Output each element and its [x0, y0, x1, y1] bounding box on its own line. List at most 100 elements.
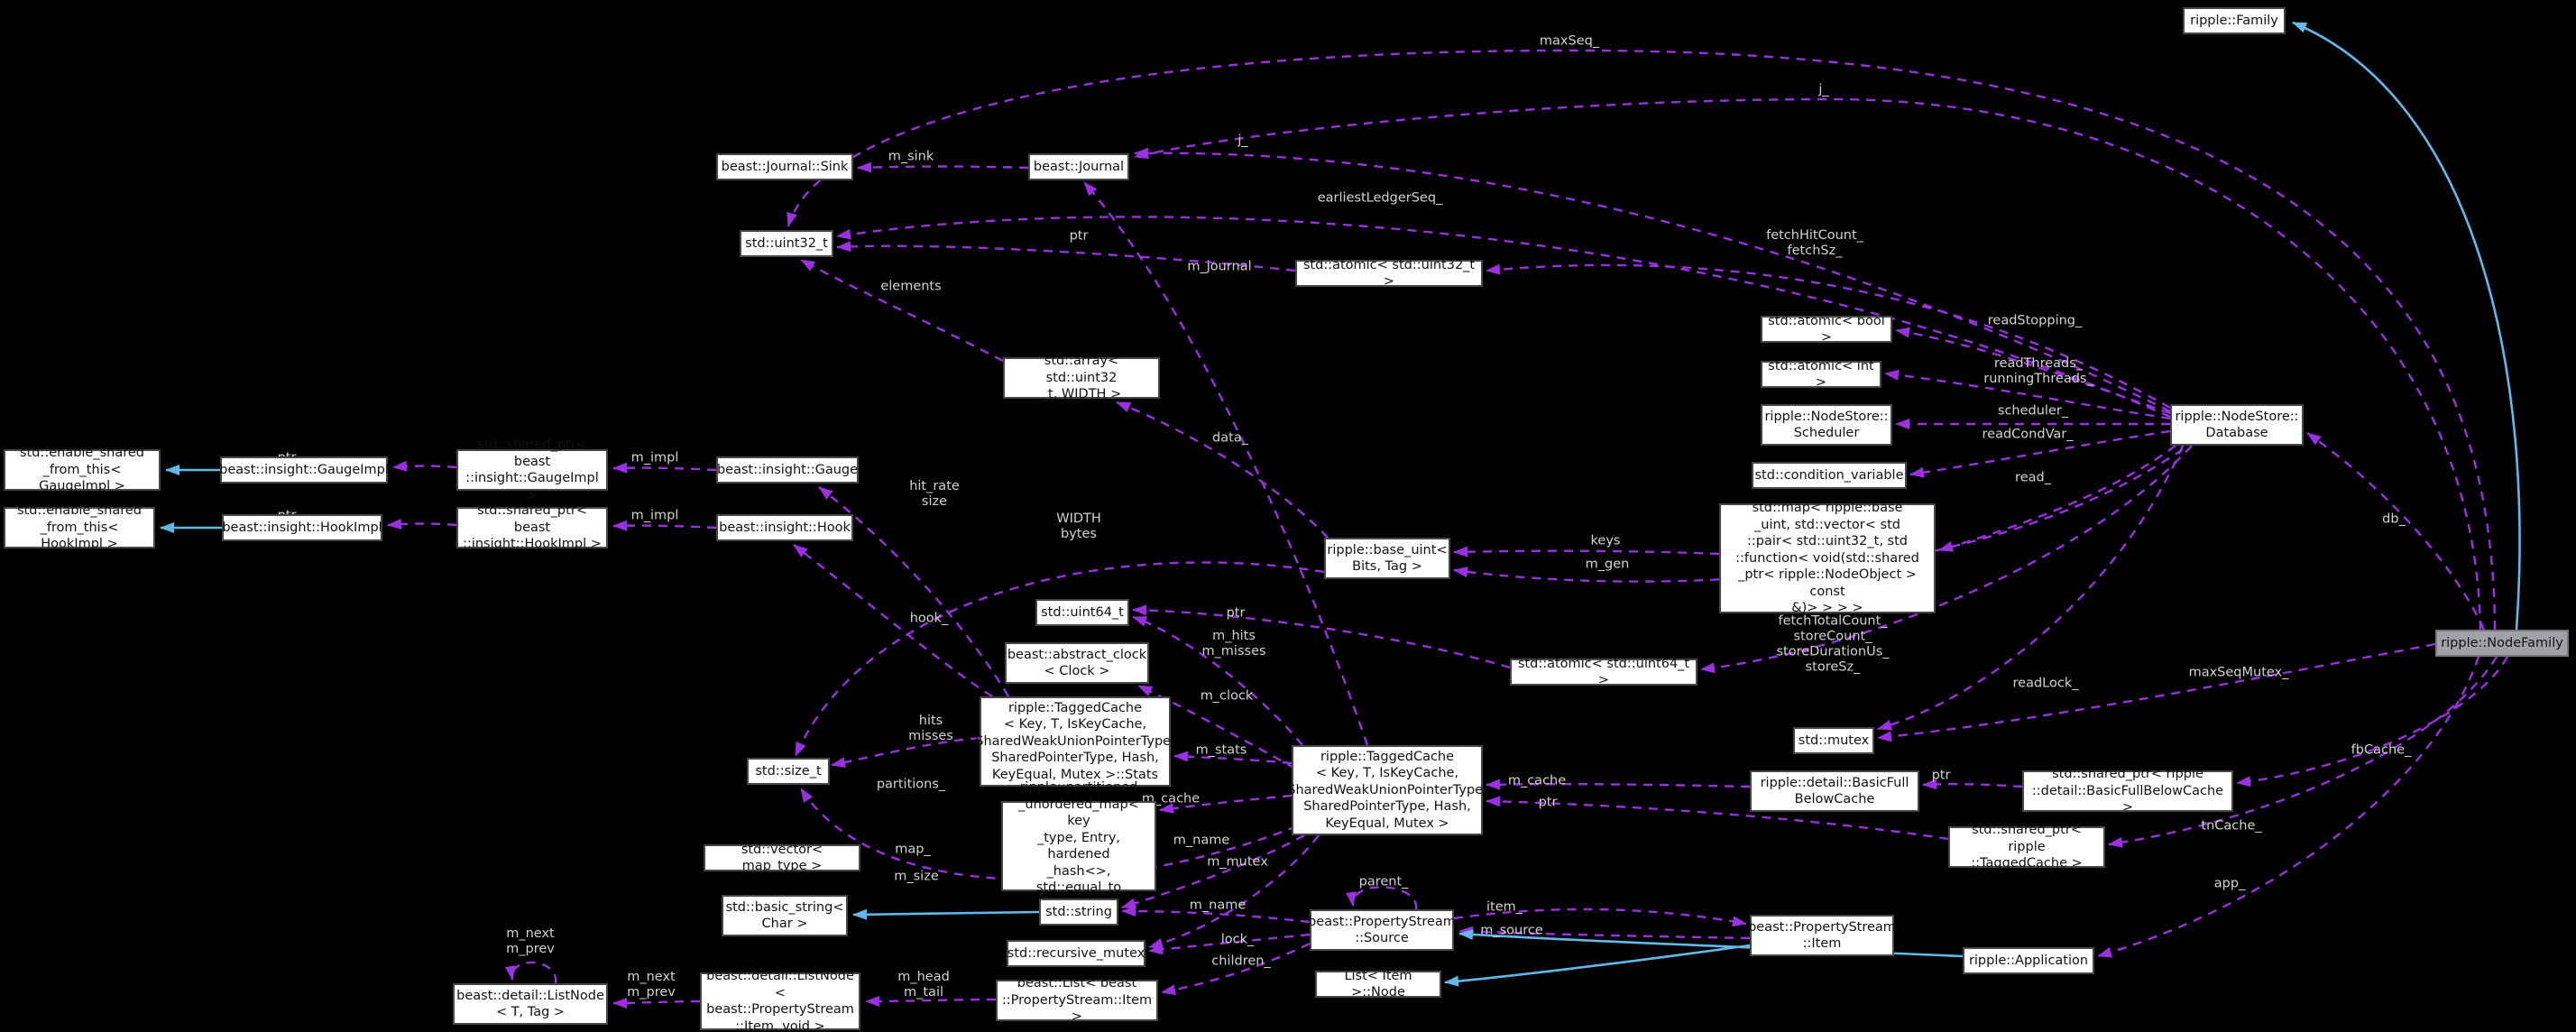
member-edge	[1121, 906, 1311, 924]
edge-label: hit_rate size	[909, 479, 960, 509]
edge-label: m_clock	[1200, 688, 1254, 704]
member-edge	[1453, 546, 1720, 557]
member-edge	[1159, 794, 1293, 815]
node-basic-string[interactable]: std::basic_string< Char >	[722, 895, 848, 936]
member-edge	[1458, 926, 1751, 940]
member-edge	[1700, 445, 2193, 674]
node-std-string[interactable]: std::string	[1039, 898, 1118, 926]
edge-label: m_next m_prev	[627, 970, 676, 1000]
edge-label: j_	[1818, 82, 1829, 97]
member-edge	[1083, 181, 1369, 746]
inheritance-edge	[2292, 21, 2521, 631]
node-tagged-cache[interactable]: ripple::TaggedCache < Key, T, IsKeyCache…	[1287, 745, 1487, 835]
node-atomic-bool[interactable]: std::atomic< bool >	[1761, 314, 1892, 345]
node-sp-hookimpl[interactable]: std::shared_ptr< beast ::insight::HookIm…	[456, 503, 608, 551]
edge-label: m_next m_prev	[506, 926, 555, 956]
edge-label: ptr	[1931, 768, 1951, 783]
member-edge	[787, 49, 2497, 631]
node-listnode-t-tag[interactable]: beast::detail::ListNode < T, Tag >	[453, 983, 608, 1025]
node-recursive-mutex[interactable]: std::recursive_mutex	[1007, 940, 1145, 967]
edge-label: m_stats	[1195, 742, 1247, 758]
member-edge	[1486, 263, 2171, 410]
node-application[interactable]: ripple::Application	[1963, 947, 2094, 974]
edge-label: elements	[880, 279, 942, 294]
node-atomic-uint64[interactable]: std::atomic< std::uint64_t >	[1510, 657, 1697, 687]
member-edge	[1148, 933, 1311, 955]
edge-label: ptr	[1226, 605, 1246, 621]
member-edge	[504, 961, 557, 984]
node-abstract-clock[interactable]: beast::abstract_clock < Clock >	[1005, 642, 1149, 684]
node-esft-gaugeimpl[interactable]: std::enable_shared _from_this< GaugeImpl…	[4, 446, 161, 493]
node-std-map[interactable]: std::map< ripple::base _uint, std::vecto…	[1719, 501, 1936, 615]
edge-label: parent_	[1358, 874, 1409, 889]
node-base-uint[interactable]: ripple::base_uint< Bits, Tag >	[1324, 538, 1450, 579]
inheritance-edge	[1444, 944, 1751, 987]
edge-label: j_	[1237, 133, 1248, 148]
member-edge	[612, 520, 717, 531]
node-hookimpl[interactable]: beast::insight::HookImpl	[222, 514, 382, 541]
member-edge	[1137, 684, 1296, 770]
node-partitioned-unordered-map[interactable]: ripple::partitioned _unordered_map< key …	[1001, 780, 1156, 912]
member-edge	[612, 997, 701, 1009]
member-edge	[387, 519, 457, 530]
node-gaugeimpl[interactable]: beast::insight::GaugeImpl	[219, 456, 389, 484]
node-propertystream-item[interactable]: beast::PropertyStream ::Item	[1748, 915, 1896, 956]
member-edge	[818, 486, 1010, 697]
edge-label: m_hits m_misses	[1201, 629, 1266, 659]
node-journal[interactable]: beast::Journal	[1028, 153, 1129, 180]
node-vector-map-type[interactable]: std::vector< map_type >	[704, 843, 860, 873]
node-sp-gaugeimpl[interactable]: std::shared_ptr< beast ::insight::GaugeI…	[456, 438, 608, 502]
node-atomic-uint32[interactable]: std::atomic< std::uint32_t >	[1295, 258, 1483, 289]
inheritance-edge	[852, 908, 1040, 920]
edge-label: ptr	[1538, 795, 1558, 810]
node-beast-list[interactable]: beast::List< beast ::PropertyStream::Ite…	[996, 976, 1158, 1024]
node-list-item-node[interactable]: List< Item >::Node	[1315, 969, 1441, 1000]
node-array-uint32[interactable]: std::array< std::uint32 _t, WIDTH >	[1003, 354, 1160, 401]
node-family[interactable]: ripple::Family	[2183, 7, 2286, 34]
member-edge	[1453, 908, 1747, 927]
edge-label: m_mutex	[1207, 854, 1268, 870]
edge-label: readLock_	[2012, 676, 2079, 691]
member-edge	[1884, 369, 2171, 420]
node-size-t[interactable]: std::size_t	[747, 758, 830, 785]
node-tagged-cache-stats[interactable]: ripple::TaggedCache < Key, T, IsKeyCache…	[975, 696, 1175, 787]
node-nodestore-scheduler[interactable]: ripple::NodeStore:: Scheduler	[1761, 404, 1892, 446]
edge-label: hits misses	[908, 714, 953, 743]
member-edge	[1938, 445, 2176, 552]
member-edge	[2097, 656, 2480, 958]
member-edge	[831, 736, 980, 769]
member-edge	[1909, 429, 2171, 478]
member-edge	[1877, 445, 2185, 731]
edge-label: data_	[1212, 430, 1248, 446]
node-journal-sink[interactable]: beast::Journal::Sink	[716, 153, 853, 180]
node-sp-tagged-cache[interactable]: std::shared_ptr< ripple ::TaggedCache >	[1948, 823, 2105, 871]
node-basic-full-below-cache[interactable]: ripple::detail::BasicFull BelowCache	[1750, 770, 1919, 812]
edge-label: readStopping_	[1987, 313, 2083, 328]
member-edge	[1486, 779, 1751, 790]
node-condition-variable[interactable]: std::condition_variable	[1752, 462, 1907, 489]
member-edge	[800, 258, 1004, 363]
edge-label: db_	[2382, 511, 2406, 527]
member-edge	[1486, 796, 1949, 841]
member-edge	[1132, 604, 1511, 669]
edge-label: map_	[895, 842, 931, 857]
edge-label: app_	[2213, 876, 2246, 891]
node-uint64-t[interactable]: std::uint64_t	[1035, 599, 1129, 626]
node-listnode-item[interactable]: beast::detail::ListNode < beast::Propert…	[700, 969, 860, 1032]
edge-label: partitions_	[876, 777, 946, 792]
node-esft-hookimpl[interactable]: std::enable_shared _from_this< HookImpl …	[4, 503, 155, 551]
node-uint32-t[interactable]: std::uint32_t	[740, 230, 833, 257]
node-propertystream-source[interactable]: beast::PropertyStream ::Source	[1308, 909, 1456, 951]
node-sp-basic-full-below-cache[interactable]: std::shared_ptr< ripple ::detail::BasicF…	[2022, 767, 2233, 815]
member-edge	[2236, 656, 2509, 788]
node-nodestore-database[interactable]: ripple::NodeStore:: Database	[2170, 404, 2304, 446]
node-gauge[interactable]: beast::insight::Gauge	[716, 456, 859, 484]
node-hook[interactable]: beast::insight::Hook	[716, 514, 853, 541]
node-std-mutex[interactable]: std::mutex	[1793, 727, 1874, 754]
node-atomic-int[interactable]: std::atomic< int >	[1761, 359, 1881, 390]
node-node-family[interactable]: ripple::NodeFamily	[2435, 630, 2569, 657]
edge-label: tnCache_	[2201, 818, 2262, 834]
member-edge	[836, 241, 1296, 272]
